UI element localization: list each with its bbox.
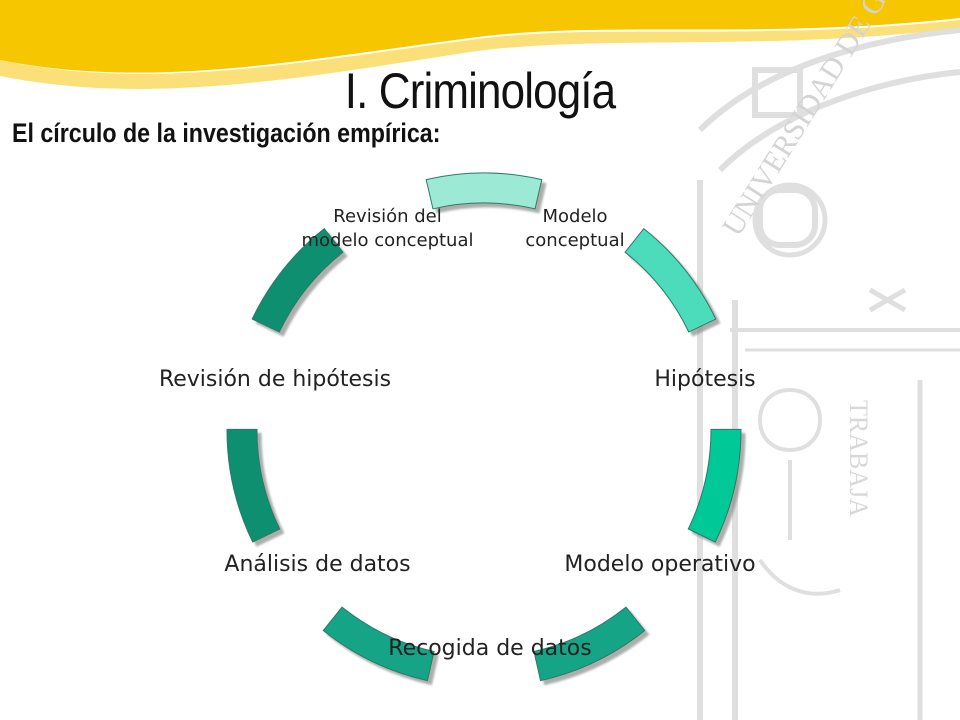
- yellow-banner-highlight: [0, 20, 960, 89]
- arc-segment-5: [322, 606, 435, 682]
- arc-segment-6: [226, 428, 281, 543]
- arc-segment-3: [687, 428, 742, 543]
- arc-segment-2: [624, 227, 717, 333]
- step-label-revision-del-modelo: Revisión del modelo conceptual: [301, 206, 474, 251]
- slide-title: I. Criminología: [344, 63, 616, 119]
- step-label-modelo-operativo: Modelo operativo: [564, 552, 756, 577]
- arc-segment-7: [251, 227, 344, 333]
- step-label-recogida-de-datos: Recogida de datos: [388, 636, 592, 661]
- slide-subtitle: El círculo de la investigación empírica:: [12, 118, 441, 148]
- university-seal-watermark: [697, 27, 960, 720]
- step-label-hipotesis: Hipótesis: [654, 367, 756, 392]
- step-label-revision-de-hipotesis: Revisión de hipótesis: [158, 367, 392, 392]
- yellow-banner: [0, 0, 960, 73]
- step-label-modelo-conceptual: Modelo conceptual: [525, 206, 625, 251]
- motto-watermark: TRABAJA: [844, 400, 873, 517]
- arc-segment-1: [425, 172, 543, 210]
- arc-segment-4: [533, 606, 646, 682]
- step-label-analisis-de-datos: Análisis de datos: [224, 552, 411, 577]
